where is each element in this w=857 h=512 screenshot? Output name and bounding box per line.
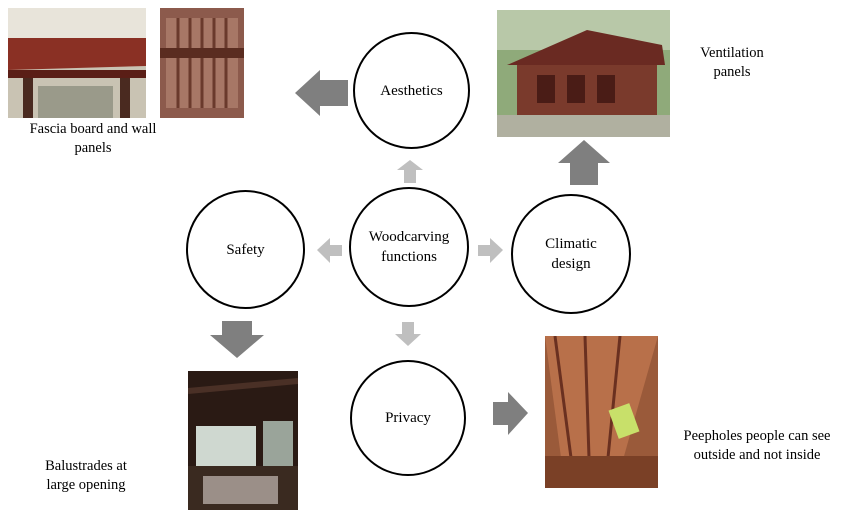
safety-node: Safety xyxy=(186,190,305,309)
center-node: Woodcarving functions xyxy=(349,187,469,307)
balustrades-photo xyxy=(188,371,298,510)
fascia-board-photo xyxy=(8,8,146,118)
arrow-privacy-to-peepholes xyxy=(493,392,528,435)
arrow-center-to-privacy xyxy=(395,322,421,346)
arrow-climatic-to-ventilation xyxy=(558,140,610,185)
arrow-center-to-aesthetics xyxy=(397,160,423,183)
peepholes-caption: Peepholes people can see outside and not… xyxy=(683,428,831,463)
balustrades-caption: Balustrades at large opening xyxy=(45,458,127,493)
privacy-node: Privacy xyxy=(350,360,466,476)
safety-label: Safety xyxy=(226,241,265,258)
arrow-safety-to-balustrades xyxy=(210,321,264,358)
center-label: Woodcarving functions xyxy=(368,229,450,265)
ventilation-caption: Ventilation panels xyxy=(700,45,764,80)
ventilation-house-photo xyxy=(497,10,670,137)
arrow-aesthetics-to-fascia xyxy=(295,70,348,116)
privacy-label: Privacy xyxy=(385,410,431,426)
arrow-center-to-climatic xyxy=(478,238,503,263)
climatic-design-node: Climatic design xyxy=(511,194,631,314)
wall-panels-photo xyxy=(160,8,244,118)
arrow-center-to-safety xyxy=(317,238,342,263)
fascia-caption: Fascia board and wall panels xyxy=(29,121,157,156)
climatic-design-label: Climatic design xyxy=(545,236,597,272)
aesthetics-label: Aesthetics xyxy=(380,82,443,99)
peepholes-photo xyxy=(545,336,658,488)
aesthetics-node: Aesthetics xyxy=(353,32,470,149)
